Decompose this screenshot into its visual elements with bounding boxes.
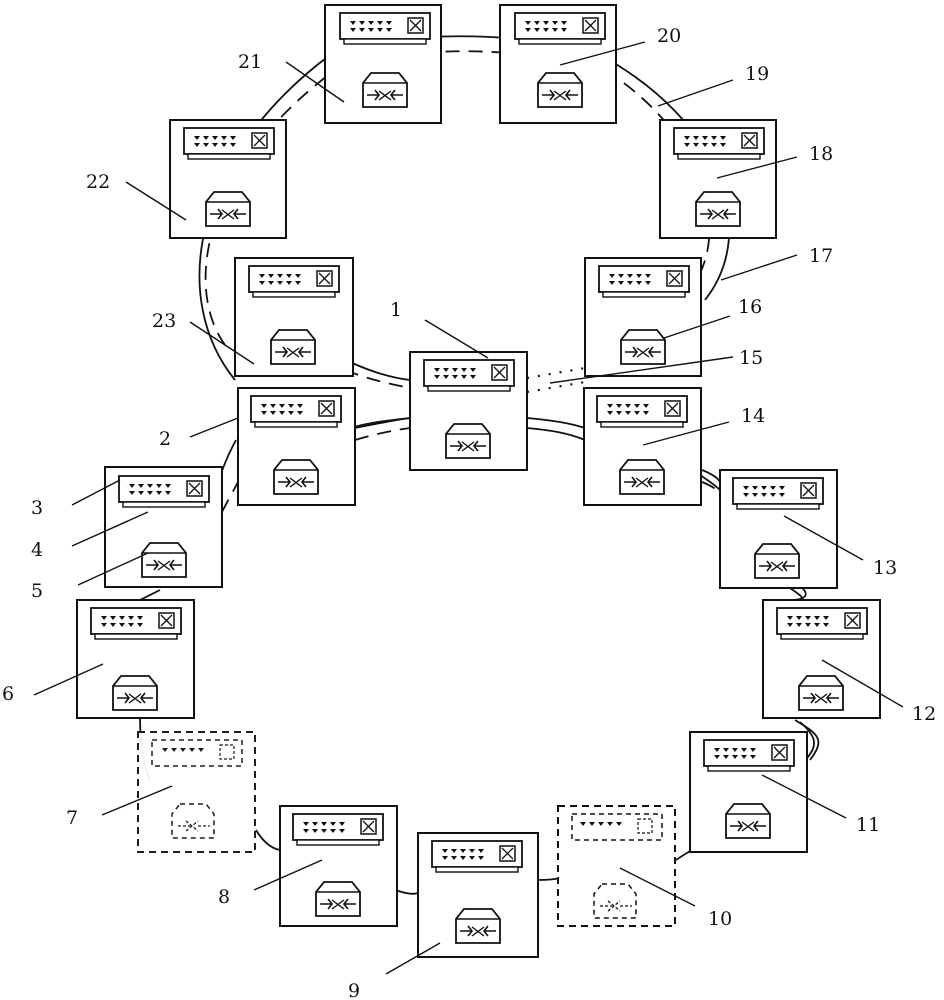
label-6: 6 (2, 683, 14, 705)
leader-15 (549, 356, 734, 384)
leader-17 (720, 254, 798, 281)
leader-8 (253, 859, 323, 891)
label-1: 1 (390, 299, 402, 321)
label-12: 12 (912, 703, 936, 725)
label-21: 21 (238, 51, 262, 73)
network-node-8 (279, 805, 398, 927)
leader-21 (285, 61, 345, 103)
label-2: 2 (159, 428, 171, 450)
network-node-16 (584, 257, 702, 377)
leader-16 (663, 315, 731, 339)
nodes (76, 4, 881, 958)
label-4: 4 (31, 539, 43, 561)
label-13: 13 (873, 557, 897, 579)
leader-11 (761, 774, 847, 819)
dotted-link-15b (526, 380, 586, 394)
leader-23 (189, 321, 255, 365)
label-20: 20 (657, 25, 681, 47)
leader-18 (716, 156, 798, 179)
network-node-20 (499, 4, 617, 124)
network-node-6 (76, 599, 195, 719)
lower-ring-link-2-1-b (354, 427, 411, 441)
leader-10 (619, 867, 696, 907)
leader-6 (33, 663, 104, 696)
lower-ring-link-center-right-2 (526, 427, 586, 441)
leader-12 (821, 659, 904, 708)
network-node-11 (689, 731, 808, 853)
number-labels: 1 2 3 4 5 6 7 8 9 10 11 12 13 14 15 16 1… (2, 25, 936, 1000)
label-17: 17 (809, 245, 833, 267)
lower-ring-link-2-1 (354, 417, 411, 429)
leader-19 (657, 79, 734, 107)
label-10: 10 (708, 908, 732, 930)
label-9: 9 (348, 980, 360, 1000)
network-node-9 (417, 832, 539, 958)
label-11: 11 (856, 814, 880, 836)
lower-ring-link-3-2 (221, 481, 239, 513)
network-node-2 (237, 387, 356, 506)
leader-13 (783, 515, 864, 561)
network-node-23 (234, 257, 354, 377)
leader-22 (125, 181, 187, 221)
lower-ring-link-12-11 (799, 721, 815, 761)
label-5: 5 (31, 580, 43, 602)
network-node-10 (557, 805, 676, 927)
leader-1 (424, 319, 489, 359)
leader-14 (642, 421, 730, 446)
label-23: 23 (152, 310, 176, 332)
upper-center-left-link-2 (349, 361, 411, 381)
leader-7 (101, 785, 173, 816)
network-node-7 (137, 731, 256, 853)
network-node-14 (583, 387, 702, 506)
label-8: 8 (218, 886, 230, 908)
network-node-1 (409, 351, 528, 471)
label-3: 3 (31, 497, 43, 519)
network-node-3 (104, 466, 223, 588)
label-18: 18 (809, 143, 833, 165)
leader-3 (71, 479, 121, 506)
network-node-12 (762, 599, 881, 719)
network-node-21 (324, 4, 442, 124)
label-15: 15 (739, 347, 763, 369)
label-7: 7 (66, 807, 78, 829)
leader-2 (189, 417, 239, 438)
leader-4 (71, 511, 149, 547)
leader-9 (385, 942, 441, 975)
leader-20 (559, 41, 646, 66)
lower-ring-link-14-13 (701, 469, 721, 483)
network-node-22 (169, 119, 287, 239)
lower-ring-link-center-right (526, 417, 586, 429)
label-19: 19 (745, 63, 769, 85)
label-22: 22 (86, 171, 110, 193)
leader-lines (33, 41, 904, 975)
network-node-18 (659, 119, 777, 239)
dotted-link-15 (526, 366, 586, 380)
lower-ring-link-14-13-b (701, 481, 721, 495)
leader-5 (77, 552, 149, 586)
label-16: 16 (738, 296, 762, 318)
label-14: 14 (741, 405, 765, 427)
network-node-13 (719, 469, 838, 589)
